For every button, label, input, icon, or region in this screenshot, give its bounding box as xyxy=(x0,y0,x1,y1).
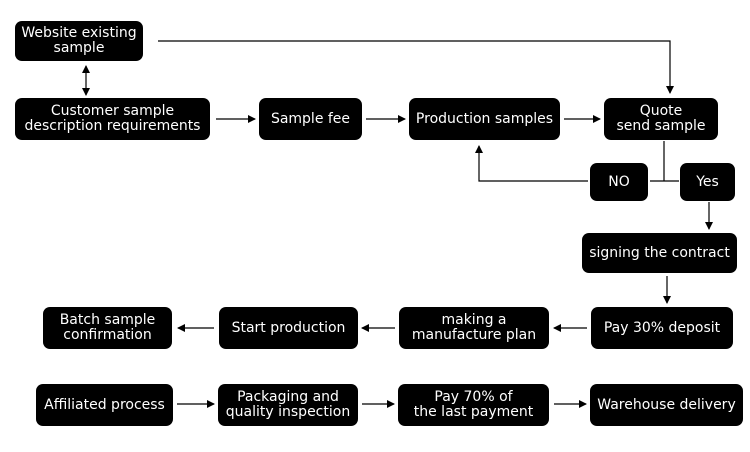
yes-box: Yes xyxy=(680,163,735,201)
start-production-box: Start production xyxy=(219,307,358,349)
production-samples-box: Production samples xyxy=(409,98,560,140)
signing-contract-box: signing the contract xyxy=(582,233,737,273)
arrow-no-to-production xyxy=(475,145,588,182)
manufacture-plan-box: making a manufacture plan xyxy=(399,307,549,349)
warehouse-delivery-box: Warehouse delivery xyxy=(590,384,743,426)
customer-requirements-box: Customer sample description requirements xyxy=(15,98,210,140)
quote-send-sample-box: Quote send sample xyxy=(604,98,718,140)
no-box: NO xyxy=(590,163,648,201)
affiliated-process-box: Affiliated process xyxy=(36,384,173,426)
arrow-website-to-quote xyxy=(158,40,674,94)
website-sample-box: Website existing sample xyxy=(15,21,143,61)
pay-deposit-box: Pay 30% deposit xyxy=(591,307,733,349)
packaging-inspection-box: Packaging and quality inspection xyxy=(218,384,358,426)
pay-balance-box: Pay 70% of the last payment xyxy=(398,384,549,426)
sample-fee-box: Sample fee xyxy=(259,98,362,140)
batch-confirmation-box: Batch sample confirmation xyxy=(43,307,172,349)
